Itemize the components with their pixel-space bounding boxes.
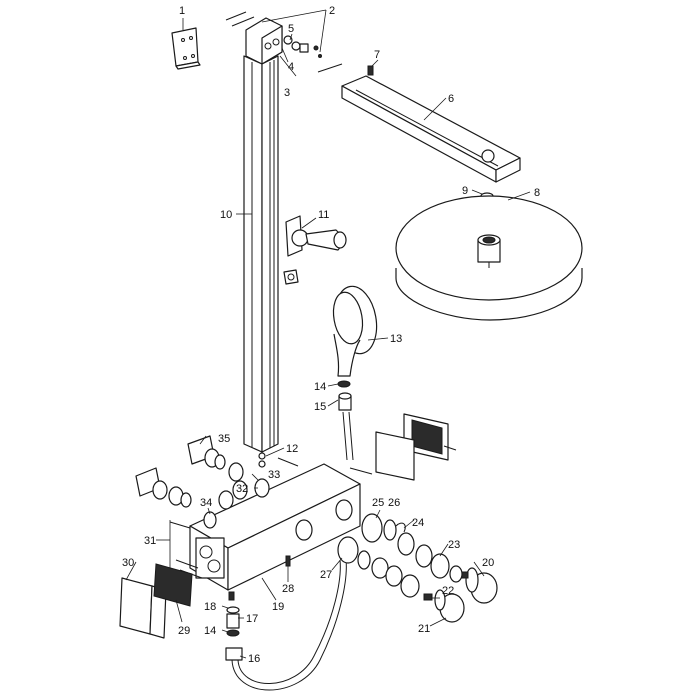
label-7: 7 bbox=[374, 49, 380, 61]
drain-screw bbox=[285, 555, 291, 567]
label-17: 17 bbox=[246, 613, 258, 625]
label-28: 28 bbox=[282, 583, 294, 595]
label-24: 24 bbox=[412, 517, 424, 529]
hand-shower-holder bbox=[285, 215, 347, 257]
label-12: 12 bbox=[286, 443, 298, 455]
label-3: 3 bbox=[284, 87, 290, 99]
right-cover-plates bbox=[375, 413, 457, 481]
label-21: 21 bbox=[418, 623, 430, 635]
label-11: 11 bbox=[318, 209, 329, 221]
label-26: 26 bbox=[388, 497, 400, 509]
cover-plates bbox=[119, 563, 193, 639]
label-10: 10 bbox=[220, 209, 232, 221]
thermostat-body bbox=[189, 463, 361, 591]
hand-shower bbox=[332, 285, 378, 377]
control-handles bbox=[423, 567, 498, 623]
rail-knob bbox=[283, 269, 299, 285]
label-29: 29 bbox=[178, 625, 190, 637]
riser-rail bbox=[243, 55, 279, 453]
leader-lines bbox=[125, 9, 531, 659]
label-35: 35 bbox=[218, 433, 230, 445]
label-31: 31 bbox=[144, 535, 156, 547]
overhead-shower bbox=[395, 195, 583, 321]
label-1: 1 bbox=[179, 5, 185, 17]
rail-top-bracket bbox=[245, 17, 309, 65]
label-14b: 14 bbox=[204, 625, 216, 637]
body-screws bbox=[258, 452, 373, 475]
label-4: 4 bbox=[288, 61, 294, 73]
callout-labels: 1 2 3 4 5 6 7 8 9 10 11 12 13 14 15 16 1… bbox=[122, 5, 540, 665]
label-32: 32 bbox=[236, 483, 248, 495]
label-27: 27 bbox=[320, 569, 332, 581]
hose-bottom bbox=[225, 559, 347, 691]
label-22: 22 bbox=[442, 585, 454, 597]
shower-arm bbox=[341, 75, 521, 183]
label-25: 25 bbox=[372, 497, 384, 509]
label-33: 33 bbox=[268, 469, 280, 481]
label-5: 5 bbox=[288, 23, 294, 35]
diverter-valve bbox=[337, 536, 420, 598]
label-6: 6 bbox=[448, 93, 454, 105]
hose-washers-top bbox=[337, 380, 352, 411]
label-13: 13 bbox=[390, 333, 402, 345]
label-23: 23 bbox=[448, 539, 460, 551]
label-18: 18 bbox=[204, 601, 216, 613]
inlet-fittings bbox=[135, 435, 270, 529]
label-9: 9 bbox=[462, 185, 468, 197]
thermostat-cartridge bbox=[361, 513, 463, 583]
label-20: 20 bbox=[482, 557, 494, 569]
wall-plate bbox=[171, 27, 201, 70]
label-14a: 14 bbox=[314, 381, 326, 393]
label-2: 2 bbox=[329, 5, 335, 17]
label-19: 19 bbox=[272, 601, 284, 613]
label-30: 30 bbox=[122, 557, 134, 569]
label-15: 15 bbox=[314, 401, 326, 413]
hose-top bbox=[342, 411, 354, 461]
arm-screw bbox=[367, 65, 374, 76]
label-16: 16 bbox=[248, 653, 260, 665]
label-8: 8 bbox=[534, 187, 540, 199]
label-34: 34 bbox=[200, 497, 212, 509]
hose-washers-bottom bbox=[226, 591, 240, 637]
wall-screws bbox=[225, 11, 343, 73]
